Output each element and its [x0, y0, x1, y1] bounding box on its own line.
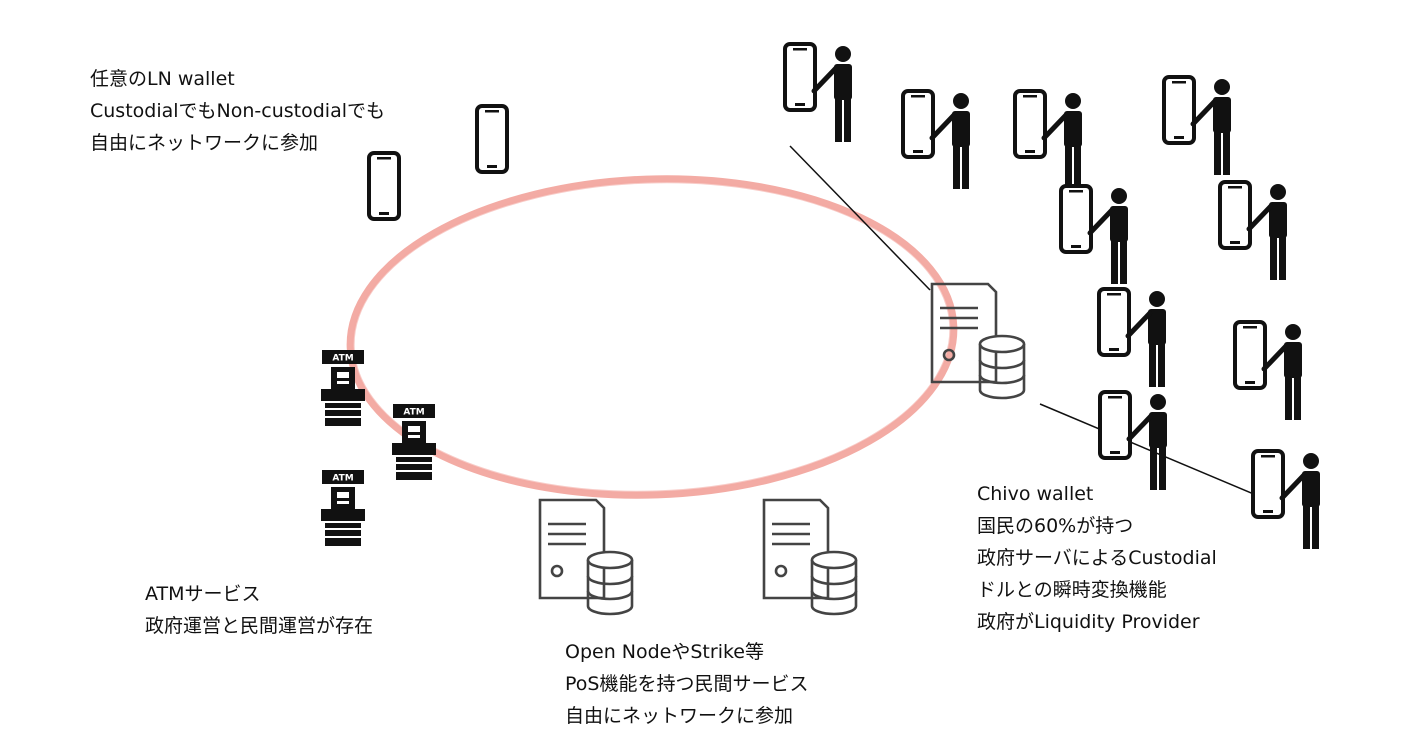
person-with-phone-icon	[785, 44, 852, 142]
label-line: 国民の60%が持つ	[977, 515, 1134, 537]
network-ring	[346, 175, 958, 499]
label-line: 任意のLN wallet	[90, 68, 235, 90]
person-with-phone-icon	[1253, 451, 1320, 549]
person-with-phone-icon	[1235, 322, 1302, 420]
label-line: 政府がLiquidity Provider	[977, 611, 1200, 633]
label-line: 自由にネットワークに参加	[565, 705, 794, 727]
label-line: Open NodeやStrike等	[565, 641, 764, 663]
network-ring-inner	[351, 180, 953, 494]
label-line: 自由にネットワークに参加	[90, 132, 319, 154]
person-with-phone-icon	[1099, 289, 1166, 387]
person-with-phone-icon	[1015, 91, 1082, 189]
atm-icon: ATM	[321, 470, 365, 546]
server-database-icon	[762, 498, 858, 616]
atm-sign: ATM	[332, 354, 353, 364]
label-line: ATMサービス	[145, 583, 261, 605]
label-line: CustodialでもNon-custodialでも	[90, 100, 386, 122]
smartphone-icon	[475, 104, 509, 174]
connector-line	[1039, 403, 1276, 504]
label-chivo: Chivo wallet 国民の60%が持つ 政府サーバによるCustodial…	[977, 478, 1217, 638]
server-database-icon	[538, 498, 634, 616]
person-with-phone-icon	[1220, 182, 1287, 280]
label-line: ドルとの瞬時変換機能	[977, 579, 1167, 601]
label-atm: ATMサービス 政府運営と民間運営が存在	[145, 578, 373, 642]
label-line: 政府運営と民間運営が存在	[145, 615, 374, 637]
label-pos: Open NodeやStrike等 PoS機能を持つ民間サービス 自由にネットワ…	[565, 636, 808, 732]
person-with-phone-icon	[1164, 77, 1231, 175]
connector-line	[789, 145, 931, 291]
label-wallet: 任意のLN wallet CustodialでもNon-custodialでも …	[90, 63, 385, 159]
atm-sign: ATM	[332, 474, 353, 484]
label-line: 政府サーバによるCustodial	[977, 547, 1217, 569]
label-line: Chivo wallet	[977, 483, 1094, 505]
person-with-phone-icon	[1100, 392, 1167, 490]
atm-sign: ATM	[403, 408, 424, 418]
person-with-phone-icon	[903, 91, 970, 189]
person-with-phone-icon	[1061, 186, 1128, 284]
label-line: PoS機能を持つ民間サービス	[565, 673, 809, 695]
atm-icon: ATM	[321, 350, 365, 426]
smartphone-icon	[367, 151, 401, 221]
atm-icon: ATM	[392, 404, 436, 480]
